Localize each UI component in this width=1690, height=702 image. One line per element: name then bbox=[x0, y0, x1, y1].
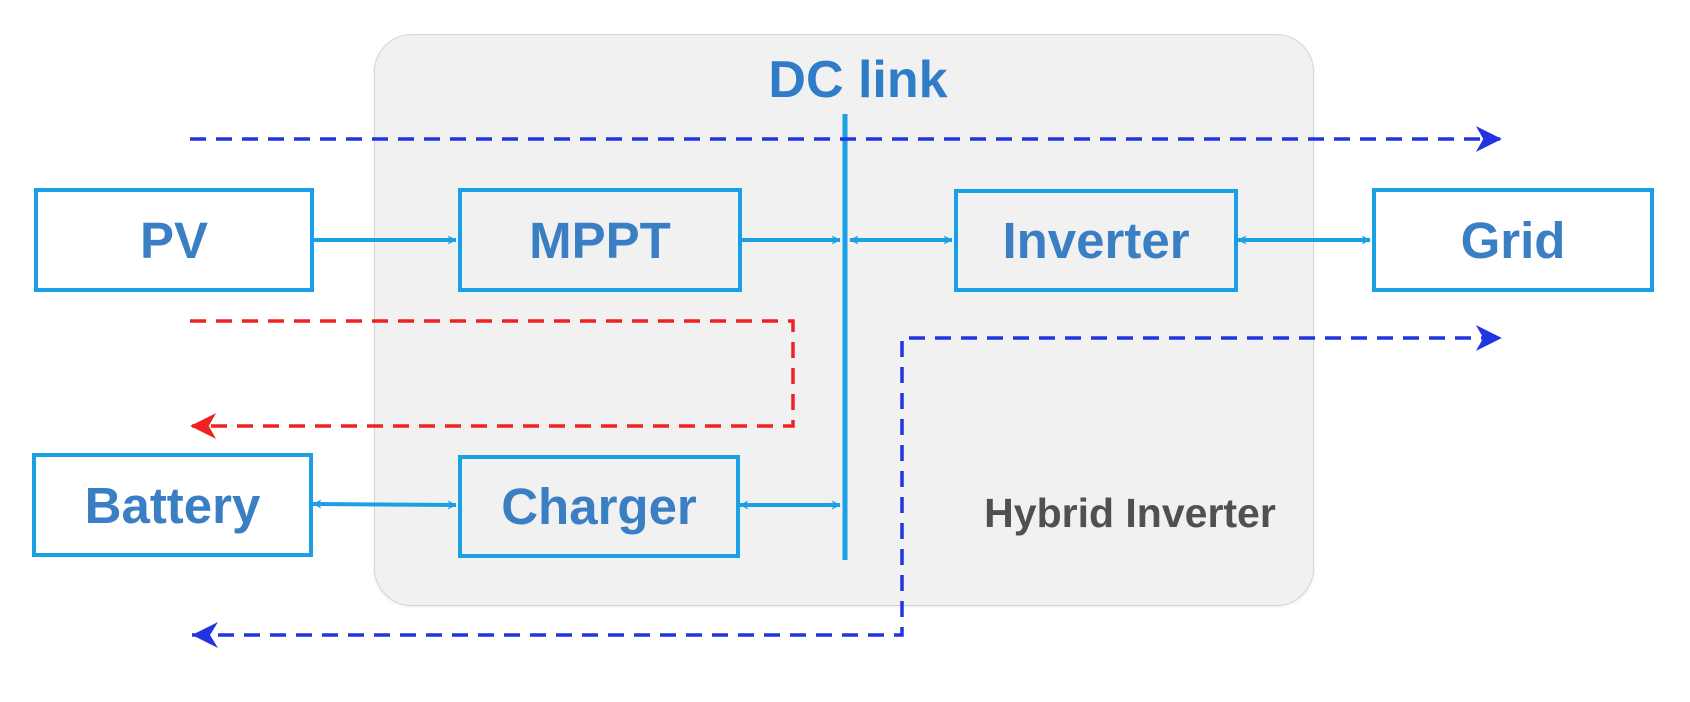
flow-arrowhead-left bbox=[192, 622, 218, 648]
charger-block: Charger bbox=[458, 455, 740, 558]
dc-link-title: DC link bbox=[768, 51, 948, 109]
hybrid-inverter-label: Hybrid Inverter bbox=[984, 490, 1276, 536]
grid-block: Grid bbox=[1372, 188, 1654, 292]
mppt-label: MPPT bbox=[529, 211, 671, 269]
battery-block: Battery bbox=[32, 453, 313, 557]
battery-charger-arrow bbox=[312, 499, 457, 510]
inverter-label: Inverter bbox=[1002, 212, 1190, 269]
pv-block: PV bbox=[34, 188, 314, 292]
flow-pv-to-battery bbox=[190, 319, 795, 439]
pv-label: PV bbox=[139, 211, 209, 269]
battery-label: Battery bbox=[84, 476, 261, 534]
flow-battery-to-grid bbox=[192, 325, 1502, 637]
mppt-block: MPPT bbox=[458, 188, 742, 292]
inverter-block: Inverter bbox=[954, 189, 1238, 292]
charger-label: Charger bbox=[501, 478, 697, 535]
grid-label: Grid bbox=[1460, 211, 1566, 269]
